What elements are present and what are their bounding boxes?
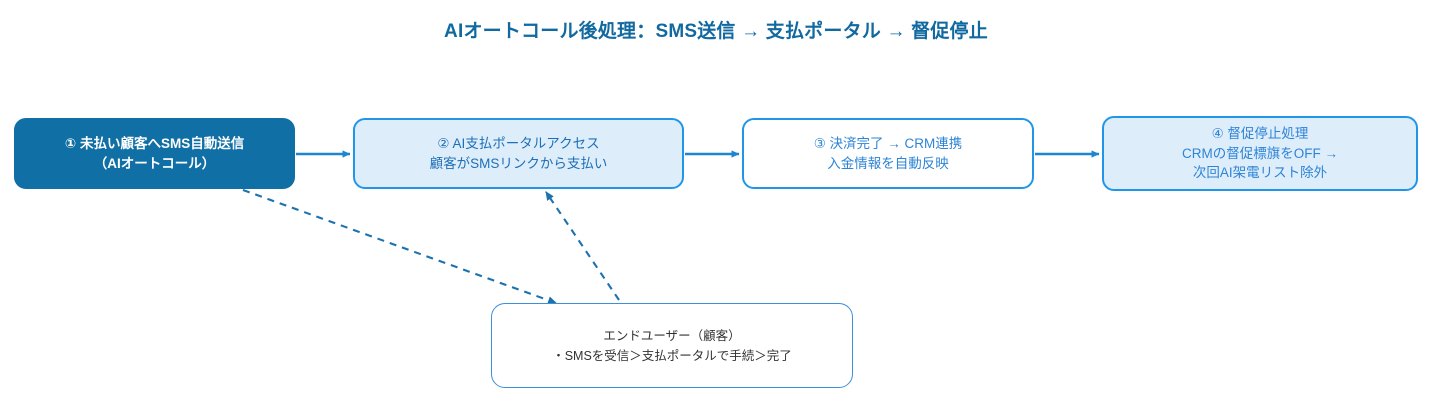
edge-end-user-to-step2 — [545, 191, 620, 301]
process-node-step2[interactable]: ② AI支払ポータルアクセス 顧客がSMSリンクから支払い — [353, 118, 684, 189]
process-node-step4[interactable]: ④ 督促停止処理 CRMの督促標旗をOFF → 次回AI架電リスト除外 — [1102, 116, 1418, 191]
process-node-step3[interactable]: ③ 決済完了 → CRM連携 入金情報を自動反映 — [742, 118, 1034, 189]
node-label-step1: ① 未払い顧客へSMS自動送信 （AIオートコール） — [64, 135, 245, 171]
node-label-step4: ④ 督促停止処理 CRMの督促標旗をOFF → 次回AI架電リスト除外 — [1182, 126, 1338, 181]
page-title: AIオートコール後処理：SMS送信 → 支払ポータル → 督促停止 — [444, 21, 988, 42]
edge-step1-to-end-user — [242, 189, 557, 305]
process-node-step1[interactable]: ① 未払い顧客へSMS自動送信 （AIオートコール） — [14, 118, 295, 189]
node-label-step2: ② AI支払ポータルアクセス 顧客がSMSリンクから支払い — [429, 135, 608, 171]
node-label-step3: ③ 決済完了 → CRM連携 入金情報を自動反映 — [813, 135, 963, 171]
node-label-end-user: エンドユーザー（顧客） ・SMSを受信＞支払ポータルで手続＞完了 — [552, 328, 792, 363]
note-node-end-user[interactable]: エンドユーザー（顧客） ・SMSを受信＞支払ポータルで手続＞完了 — [491, 303, 853, 388]
